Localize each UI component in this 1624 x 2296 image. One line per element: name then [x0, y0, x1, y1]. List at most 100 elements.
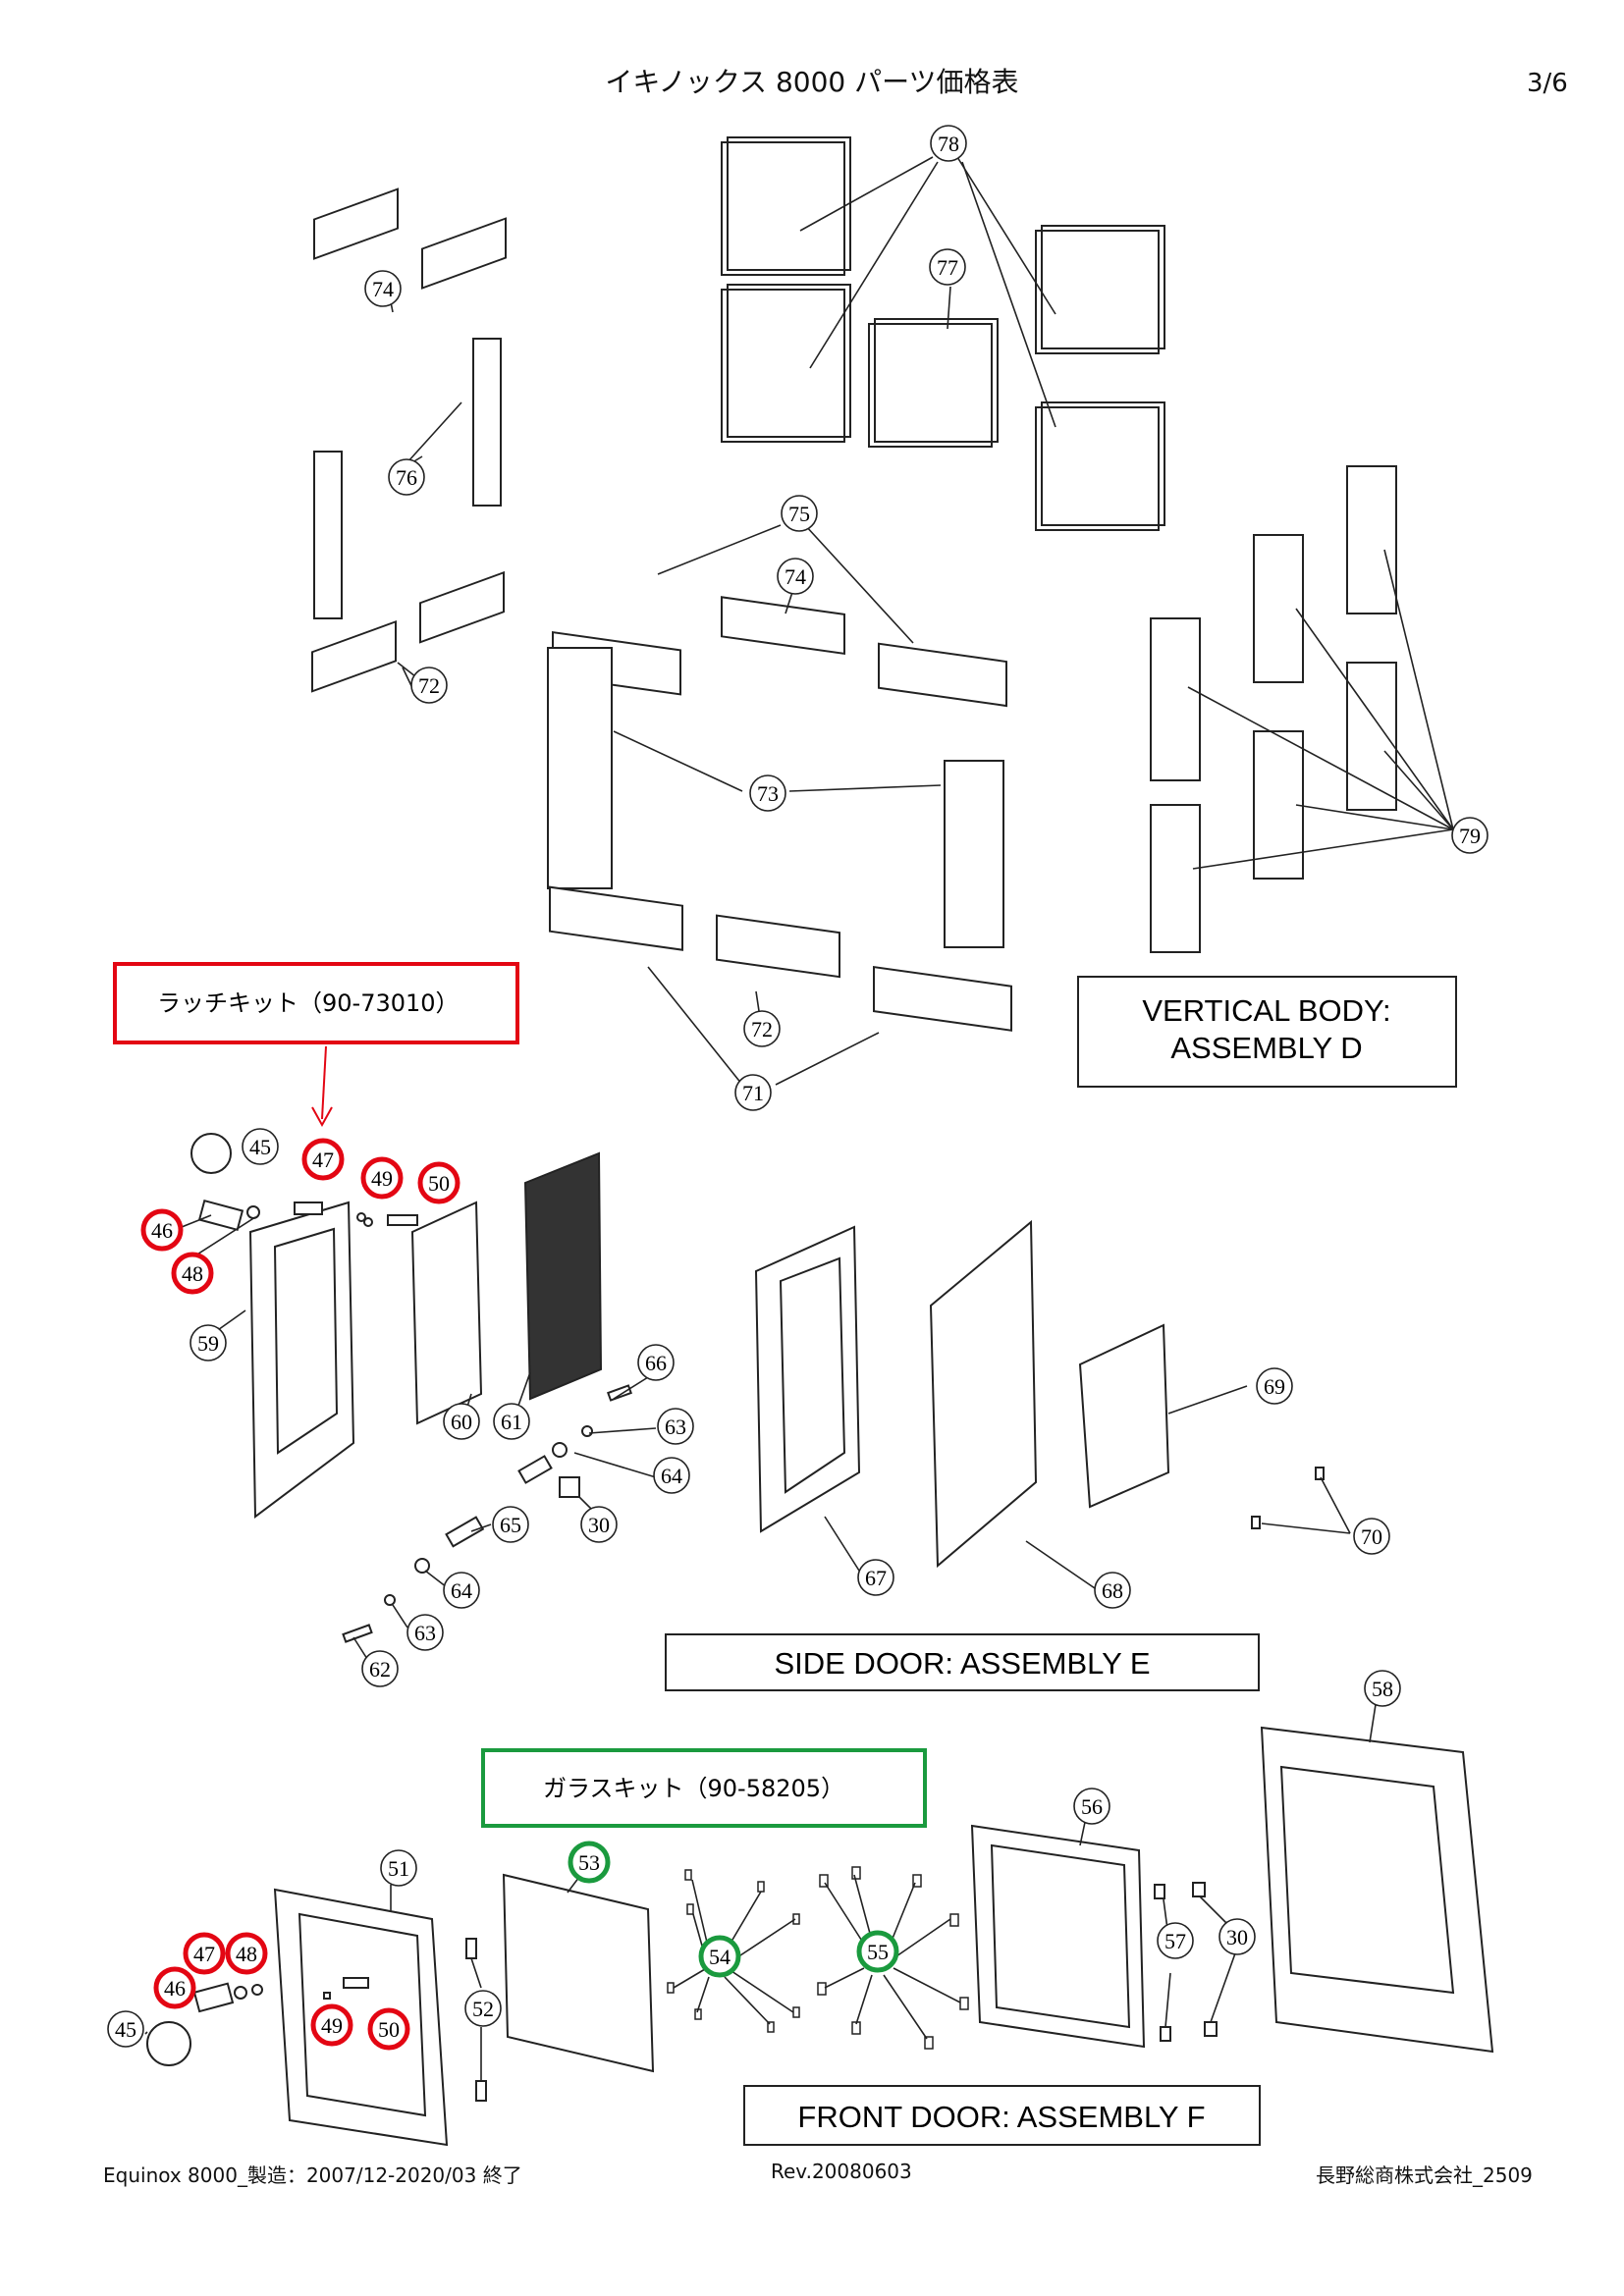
callout-50-front: 50	[367, 2007, 410, 2051]
callout-50-side: 50	[417, 1161, 460, 1204]
callout-78: 78	[930, 125, 967, 162]
svg-text:67: 67	[865, 1566, 887, 1590]
svg-text:63: 63	[665, 1415, 686, 1439]
footer-revision: Rev.20080603	[771, 2160, 912, 2183]
side-door-latch-callouts: 47 49 50 46 48	[140, 1138, 460, 1295]
handle-46	[197, 1199, 244, 1232]
svg-text:60: 60	[451, 1410, 472, 1434]
brick-72-a	[311, 619, 397, 693]
clip-52-a	[465, 1938, 477, 1959]
callout-73: 73	[749, 774, 786, 812]
spring-65	[445, 1516, 485, 1548]
svg-text:64: 64	[451, 1578, 472, 1603]
brick-72-b	[419, 570, 505, 644]
svg-text:74: 74	[785, 564, 806, 589]
assembly-d-label: VERTICAL BODY: ASSEMBLY D	[1077, 976, 1457, 1088]
svg-text:79: 79	[1459, 824, 1481, 848]
body-callouts: 78 77 74 76 72 75 74 73 72 71 79	[364, 125, 1489, 1111]
callout-68: 68	[1094, 1572, 1131, 1609]
front-door-parts	[146, 1726, 1494, 2147]
callout-49-front: 49	[310, 2003, 353, 2047]
glass-kit-label: ガラスキット（90-58205）	[481, 1748, 927, 1828]
svg-text:74: 74	[372, 277, 394, 301]
callout-72-left: 72	[410, 667, 448, 704]
callout-30-front: 30	[1218, 1918, 1256, 1955]
brick-79-c	[1346, 465, 1397, 614]
handle-46-front	[192, 1982, 235, 2013]
brick-79-f	[1150, 804, 1201, 953]
side-door-callouts: 45 59 60 61 66 63 64 30 65 64 63 62 67 6…	[189, 1128, 1390, 1687]
svg-text:77: 77	[937, 255, 958, 280]
svg-text:61: 61	[501, 1410, 522, 1434]
callout-30-side: 30	[580, 1506, 618, 1543]
clip-52-b	[475, 2080, 487, 2102]
brick-79-a	[1150, 617, 1201, 781]
svg-text:65: 65	[500, 1513, 521, 1537]
svg-text:59: 59	[197, 1331, 219, 1356]
svg-text:SIDE DOOR: ASSEMBLY E: SIDE DOOR: ASSEMBLY E	[774, 1646, 1150, 1681]
assembly-e-label: SIDE DOOR: ASSEMBLY E	[665, 1633, 1260, 1691]
svg-text:69: 69	[1264, 1374, 1285, 1399]
svg-text:58: 58	[1372, 1677, 1393, 1701]
washer-64	[414, 1558, 430, 1574]
svg-text:ASSEMBLY D: ASSEMBLY D	[1170, 1031, 1362, 1065]
front-door-glass-callouts: 53 54 55	[568, 1841, 899, 1978]
svg-text:66: 66	[645, 1351, 667, 1375]
callout-47-front: 47	[183, 1932, 226, 1975]
svg-text:68: 68	[1102, 1578, 1123, 1603]
footer-company: 長野総商株式会社_2509	[1316, 2163, 1533, 2187]
svg-text:ラッチキット（90-73010）: ラッチキット（90-73010）	[157, 989, 460, 1017]
washer-63	[384, 1594, 396, 1606]
callout-48-front: 48	[225, 1932, 268, 1975]
bracket-30-front-b	[1204, 2021, 1218, 2037]
svg-text:50: 50	[428, 1171, 450, 1196]
brick-73-b	[944, 760, 1004, 948]
callout-54: 54	[698, 1935, 741, 1978]
callout-61: 61	[493, 1403, 530, 1440]
svg-text:52: 52	[472, 1997, 494, 2021]
callout-56: 56	[1073, 1788, 1110, 1825]
callout-46-side: 46	[140, 1208, 184, 1252]
svg-text:73: 73	[757, 781, 779, 806]
svg-text:71: 71	[742, 1081, 764, 1105]
svg-text:72: 72	[751, 1017, 773, 1041]
page-title: イキノックス 8000 パーツ価格表	[605, 66, 1019, 98]
svg-text:54: 54	[709, 1945, 731, 1969]
assembly-f-label: FRONT DOOR: ASSEMBLY F	[743, 2085, 1261, 2146]
bracket-30-front-a	[1192, 1882, 1206, 1897]
svg-text:47: 47	[312, 1148, 334, 1172]
svg-text:50: 50	[378, 2017, 400, 2042]
svg-text:46: 46	[151, 1218, 173, 1243]
svg-text:56: 56	[1081, 1794, 1103, 1819]
svg-text:45: 45	[115, 2017, 136, 2042]
brick-78-b	[721, 289, 845, 443]
brick-74-a	[313, 187, 399, 260]
latch-47	[294, 1201, 323, 1215]
brick-78-d	[1035, 406, 1160, 531]
callout-76: 76	[388, 458, 425, 496]
front-door-callouts: 51 52 56 57 30 58 45	[107, 1670, 1401, 2048]
callout-59: 59	[189, 1324, 227, 1362]
knob-45-front	[146, 2021, 191, 2066]
callout-75: 75	[781, 495, 818, 532]
brick-74-b	[421, 217, 507, 290]
callout-45-front: 45	[107, 2010, 144, 2048]
svg-text:63: 63	[414, 1621, 436, 1645]
svg-text:49: 49	[321, 2013, 343, 2038]
svg-text:53: 53	[578, 1850, 600, 1875]
callout-47-side: 47	[301, 1138, 345, 1181]
callout-60: 60	[443, 1403, 480, 1440]
callout-52: 52	[464, 1990, 502, 2027]
svg-text:72: 72	[418, 673, 440, 698]
svg-text:FRONT DOOR: ASSEMBLY F: FRONT DOOR: ASSEMBLY F	[797, 2100, 1205, 2134]
callout-74-top: 74	[364, 270, 402, 307]
svg-text:30: 30	[588, 1513, 610, 1537]
brick-parts	[311, 136, 1397, 1032]
brick-79-d	[1346, 662, 1397, 811]
svg-text:51: 51	[388, 1856, 409, 1881]
brick-78-a	[721, 141, 845, 276]
callout-79: 79	[1451, 817, 1489, 854]
brick-74-c	[721, 596, 845, 656]
callout-46-front: 46	[153, 1966, 196, 2009]
